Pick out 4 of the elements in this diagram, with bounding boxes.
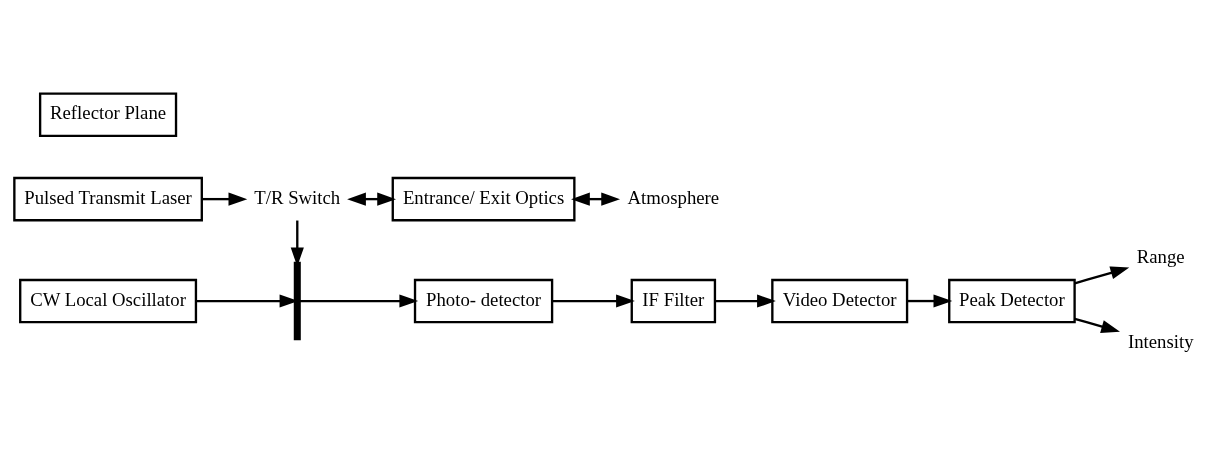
node-text: Range [1136,246,1185,268]
node-text: T/R Switch [254,186,341,208]
node-text: Intensity [1127,330,1194,352]
node-text: Atmosphere [627,186,720,208]
